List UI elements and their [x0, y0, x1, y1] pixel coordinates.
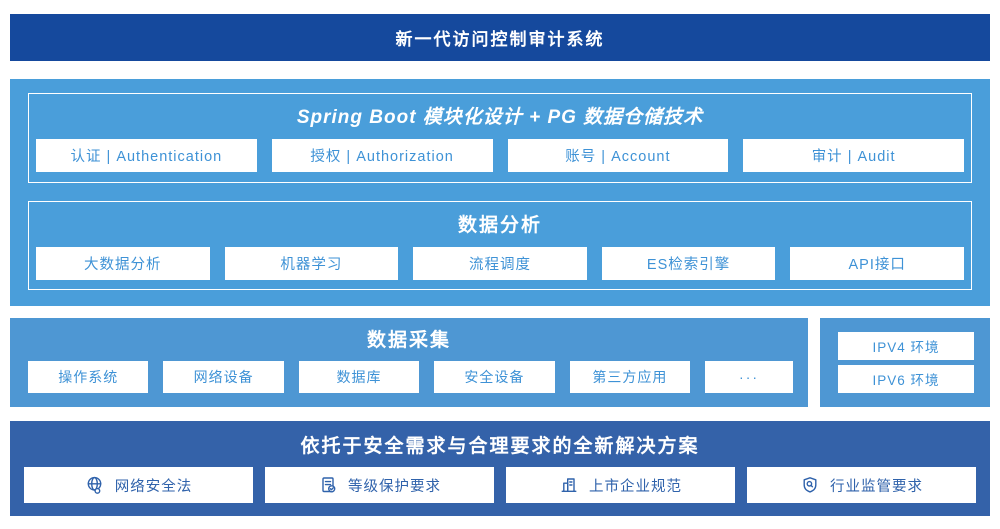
module-block-audit: 审计 | Audit	[743, 139, 964, 172]
collection-block-thirdparty: 第三方应用	[569, 361, 691, 393]
shield-search-icon	[800, 475, 820, 495]
solution-section: 依托于安全需求与合理要求的全新解决方案 网络安全法	[10, 421, 990, 516]
env-block-ipv4: IPV4 环境	[838, 332, 974, 360]
modules-box-title: Spring Boot 模块化设计 + PG 数据仓储技术	[296, 107, 704, 128]
collection-block-security-device: 安全设备	[434, 361, 555, 393]
collection-block-more: ···	[705, 361, 794, 393]
collection-title: 数据采集	[366, 330, 451, 351]
solution-block-cybersecurity-law: 网络安全法	[24, 467, 253, 503]
collection-row: 操作系统 网络设备 数据库 安全设备 第三方应用 ···	[28, 361, 794, 393]
analysis-block-api: API接口	[790, 247, 964, 280]
analysis-row: 大数据分析 机器学习 流程调度 ES检索引擎 API接口	[36, 247, 964, 280]
collection-section: 数据采集 操作系统 网络设备 数据库 安全设备 第三方应用 ···	[10, 318, 808, 407]
solution-title: 依托于安全需求与合理要求的全新解决方案	[300, 436, 700, 457]
collection-block-network-device: 网络设备	[163, 361, 284, 393]
solution-block-industry-regulation: 行业监管要求	[747, 467, 976, 503]
module-block-authorization: 授权 | Authorization	[271, 139, 493, 172]
solution-label: 等级保护要求	[348, 478, 441, 495]
environment-box: IPV4 环境 IPV6 环境	[820, 318, 990, 407]
document-check-icon	[318, 475, 338, 495]
modules-row: 认证 | Authentication 授权 | Authorization 账…	[36, 139, 964, 172]
modules-box: Spring Boot 模块化设计 + PG 数据仓储技术 认证 | Authe…	[28, 93, 972, 183]
analysis-block-workflow: 流程调度	[413, 247, 587, 280]
analysis-block-es: ES检索引擎	[601, 247, 776, 280]
module-block-account: 账号 | Account	[507, 139, 729, 172]
module-block-authentication: 认证 | Authentication	[36, 139, 257, 172]
solution-block-listed-company: 上市企业规范	[506, 467, 735, 503]
page-title-banner: 新一代访问控制审计系统	[10, 14, 990, 61]
analysis-block-ml: 机器学习	[224, 247, 399, 280]
analysis-box: 数据分析 大数据分析 机器学习 流程调度 ES检索引擎 API接口	[28, 201, 972, 290]
platform-section: Spring Boot 模块化设计 + PG 数据仓储技术 认证 | Authe…	[10, 79, 990, 306]
globe-network-icon	[85, 475, 105, 495]
env-block-ipv6: IPV6 环境	[838, 365, 974, 393]
solution-label: 网络安全法	[114, 478, 193, 495]
solution-row: 网络安全法 等级保护要求	[24, 467, 976, 503]
analysis-box-title: 数据分析	[457, 215, 542, 236]
solution-block-classified-protection: 等级保护要求	[265, 467, 494, 503]
solution-label: 上市企业规范	[589, 478, 682, 495]
solution-label: 行业监管要求	[830, 478, 923, 495]
collection-block-database: 数据库	[298, 361, 420, 393]
page-title: 新一代访问控制审计系统	[395, 30, 605, 49]
building-icon	[559, 475, 579, 495]
collection-block-os: 操作系统	[28, 361, 149, 393]
analysis-block-bigdata: 大数据分析	[36, 247, 210, 280]
